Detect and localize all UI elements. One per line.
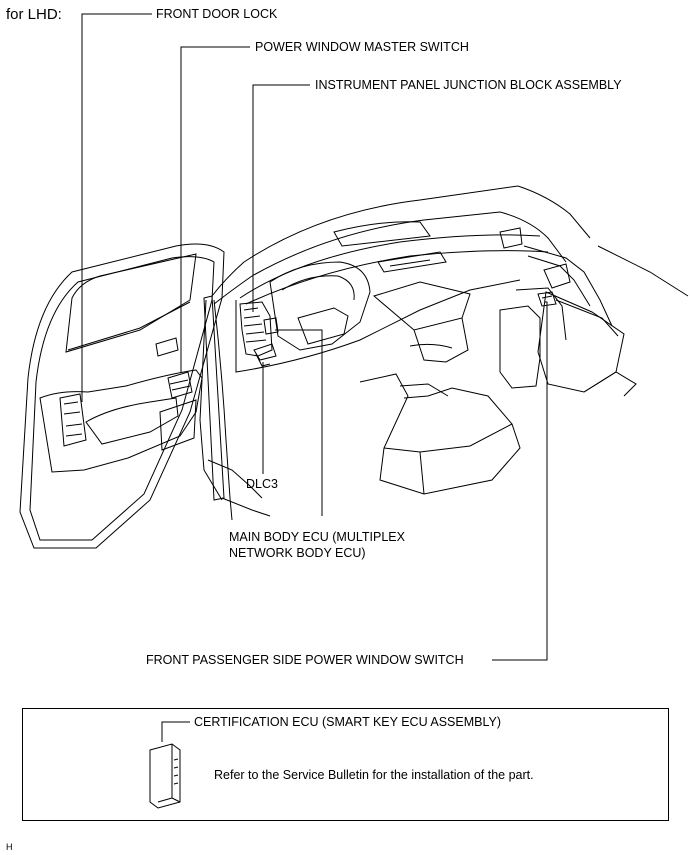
- leader-main-body-ecu: [275, 329, 323, 516]
- leader-certification-ecu: [161, 721, 190, 742]
- passenger-door: [515, 245, 613, 341]
- leader-front-door-lock: [81, 13, 152, 402]
- label-junction-block: INSTRUMENT PANEL JUNCTION BLOCK ASSEMBLY: [315, 78, 622, 92]
- label-power-window-master-switch: POWER WINDOW MASTER SWITCH: [255, 40, 469, 54]
- service-bulletin-note: Refer to the Service Bulletin for the in…: [214, 768, 534, 782]
- label-front-passenger-switch: FRONT PASSENGER SIDE POWER WINDOW SWITCH: [146, 653, 464, 667]
- label-main-body-ecu-line2: NETWORK BODY ECU): [229, 546, 366, 560]
- driver-door: [19, 243, 225, 549]
- label-main-body-ecu-line1: MAIN BODY ECU (MULTIPLEX: [229, 530, 405, 544]
- leader-junction-block: [252, 84, 310, 312]
- leader-power-window-master: [180, 46, 250, 373]
- certification-ecu-icon: [149, 721, 190, 809]
- leader-passenger-switch: [492, 301, 548, 661]
- passenger-switch-shape: [537, 291, 557, 307]
- label-certification-ecu: CERTIFICATION ECU (SMART KEY ECU ASSEMBL…: [194, 715, 502, 729]
- figure-code: H: [6, 842, 13, 852]
- dashboard: [235, 221, 549, 373]
- label-dlc3: DLC3: [246, 477, 278, 491]
- label-front-door-lock: FRONT DOOR LOCK: [156, 7, 278, 21]
- certification-ecu-box: [22, 708, 669, 821]
- leader-lines: [81, 13, 548, 661]
- diagram-title: for LHD:: [6, 6, 62, 23]
- vehicle-body: [199, 185, 689, 521]
- front-seats: [359, 291, 637, 495]
- junction-block-area: [239, 301, 279, 367]
